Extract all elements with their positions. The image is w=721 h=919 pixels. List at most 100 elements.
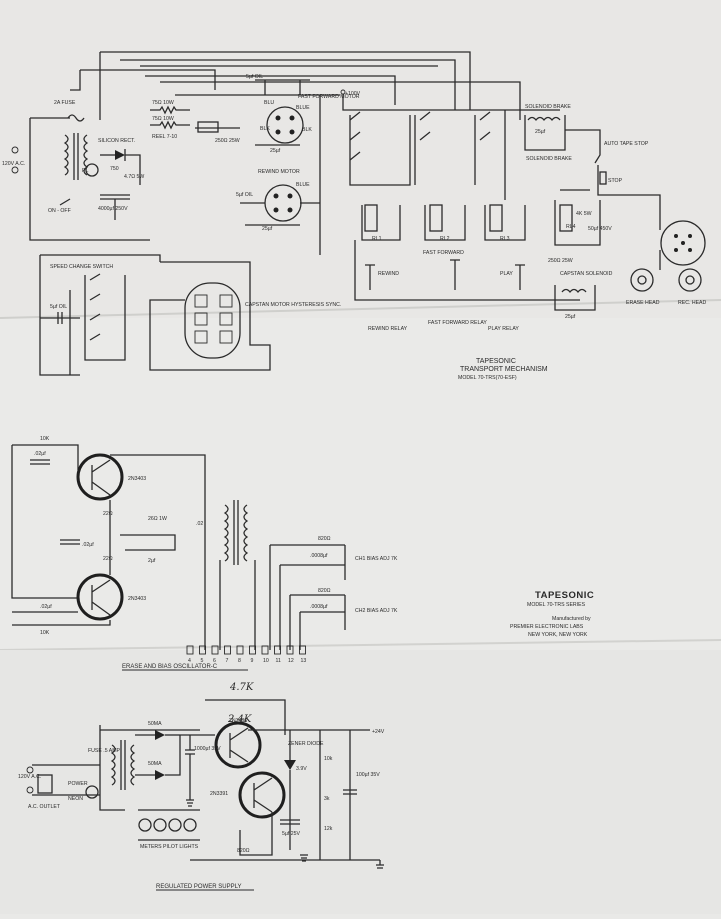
rec-head-label: REC. HEAD <box>678 300 707 306</box>
ch2-label: CH2 BIAS ADJ 7K <box>355 608 398 614</box>
r12k-label: 12k <box>324 826 333 832</box>
v100-label: +100V <box>345 91 361 97</box>
psu-title: REGULATED POWER SUPPLY <box>156 884 241 890</box>
speed-switch-label: SPEED CHANGE SWITCH <box>50 264 113 270</box>
svg-text:RL4: RL4 <box>566 224 576 230</box>
d2-label: 50MA <box>148 761 162 767</box>
svg-text:BLK: BLK <box>260 126 270 132</box>
terminal-7 <box>224 645 231 655</box>
terminal-label-7: 7 <box>226 658 229 664</box>
r26-label: 26Ω 1W <box>148 516 167 522</box>
r820a-label: 820Ω <box>318 536 331 542</box>
cap5c-label: 5µf OIL <box>50 304 67 310</box>
q2-label: 2N3403 <box>128 596 146 602</box>
autostop-label: AUTO TAPE STOP <box>604 141 649 147</box>
r75a-label: 75Ω 10W <box>152 100 174 106</box>
terminal-label-10: 10 <box>263 658 269 664</box>
transistor-bottom <box>238 771 286 819</box>
brake2-label: SOLENOID BRAKE <box>526 156 572 162</box>
cap5a-label: 5µf OIL <box>246 74 263 80</box>
terminal-11 <box>274 645 281 655</box>
r250b-label: 250Ω 25W <box>548 258 573 264</box>
terminal-label-4: 4 <box>188 658 191 664</box>
r10k-label: 10k <box>324 756 333 762</box>
rewind-relay-label: REWIND RELAY <box>368 326 408 332</box>
brand-model: MODEL 70-TRS SERIES <box>527 602 586 608</box>
rectifier-label: SILICON RECT. <box>98 138 135 144</box>
svg-text:BLUE: BLUE <box>296 105 310 111</box>
q-top-label: 2N1486 <box>229 718 247 724</box>
svg-text:RL1: RL1 <box>372 236 382 242</box>
play-relay-label: PLAY RELAY <box>488 326 519 332</box>
r820b-label: 820Ω <box>318 588 331 594</box>
cap25b-label: 25µf <box>262 226 273 232</box>
terminal-9 <box>249 645 256 655</box>
reel-label: REEL 7-10 <box>152 134 177 140</box>
terminal-12 <box>286 645 294 655</box>
handnote-1: 4.7K <box>229 682 254 693</box>
r22b-label: 22Ω <box>103 556 113 562</box>
r820-label: 820Ω <box>237 848 250 854</box>
brand-name: TAPESONIC <box>535 590 594 601</box>
r750-label: 750 <box>110 166 119 172</box>
oscillator-title: ERASE AND BIAS OSCILLATOR-C <box>122 664 218 670</box>
transistor-q2 <box>76 573 124 621</box>
q1-label: 2N3403 <box>128 476 146 482</box>
terminal-10 <box>261 645 269 655</box>
head-connector <box>660 220 706 266</box>
stop-label: STOP <box>608 178 623 184</box>
terminal-label-8: 8 <box>238 658 241 664</box>
record-head <box>678 268 702 292</box>
rewind-button-label: REWIND <box>378 271 399 277</box>
r250-label: 250Ω 25W <box>215 138 240 144</box>
c0008a-label: .0008µf <box>310 553 328 559</box>
psu-fuse-label: FUSE .5 AMP <box>88 748 121 754</box>
terminal-6 <box>211 645 219 655</box>
transport-title-1: TAPESONIC <box>476 358 516 365</box>
cap5b-label: 5µf OIL <box>236 192 253 198</box>
relay-contacts <box>349 110 506 200</box>
terminal-label-9: 9 <box>251 658 254 664</box>
c50-label: 50µf 450V <box>588 226 612 232</box>
q-bot-label: 2N3391 <box>210 791 228 797</box>
brake-label: SOLENOID BRAKE <box>525 104 571 110</box>
terminal-label-11: 11 <box>276 658 281 664</box>
relay-rl4: RL4 <box>554 200 601 246</box>
on-off-label: ON - OFF <box>48 208 71 214</box>
erase-head <box>630 268 654 292</box>
v24-label: +24V <box>372 729 385 735</box>
c02-top-label: .02µf <box>34 451 46 457</box>
svg-text:BLU: BLU <box>264 100 274 106</box>
transport-title-3: MODEL 70-TRS(70-ESF) <box>458 375 517 381</box>
ff-motor-label: FAST FORWARD MOTOR <box>298 94 360 100</box>
transport-title-2: TRANSPORT MECHANISM <box>460 366 548 373</box>
neon-label: NEON <box>68 796 83 802</box>
cap4000-label: 4000µf 250V <box>98 206 128 212</box>
r4k-label: 4K 5W <box>576 211 592 217</box>
ff-relay-label: FAST FORWARD RELAY <box>428 320 487 326</box>
r47-label: 4.7Ω 5W <box>124 174 144 180</box>
relay-rl3: RL3 <box>484 204 526 242</box>
capstan-motor <box>184 282 241 359</box>
c2-label: 2µf <box>148 558 156 564</box>
svg-text:BLUE: BLUE <box>296 182 310 188</box>
zener-label: ZENER DIODE <box>288 741 324 747</box>
svg-text:RL3: RL3 <box>500 236 510 242</box>
ff-button-label: FAST FORWARD <box>423 250 464 256</box>
ac-input-label: 120V A.C. <box>2 161 25 167</box>
fast-forward-motor <box>266 106 304 144</box>
meters-label: METERS PILOT LIGHTS <box>140 844 199 850</box>
cap25a-label: 25µf <box>270 148 281 154</box>
brand-block: TAPESONIC MODEL 70-TRS SERIES Manufactur… <box>510 590 594 638</box>
pilot-lights <box>138 809 200 841</box>
play-button-label: PLAY <box>500 271 513 277</box>
svg-text:PL: PL <box>82 168 88 174</box>
c100-label: 100µf 35V <box>356 772 380 778</box>
c1000-label: 1000µf 35V <box>194 746 221 752</box>
r3k-label: 3k <box>324 796 330 802</box>
brand-city: NEW YORK, NEW YORK <box>528 632 588 638</box>
c25d-label: 25µf <box>565 314 576 320</box>
r75b-label: 75Ω 10W <box>152 116 174 122</box>
brand-mfd: Manufactured by <box>552 616 591 622</box>
